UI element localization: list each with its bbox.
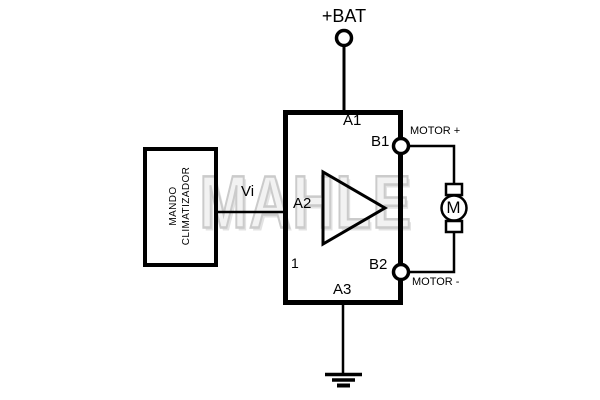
pin-b1-label: B1 [371,133,390,150]
motor-brush-bottom [444,219,464,234]
climate-control-label: MANDO CLIMATIZADOR [167,167,193,246]
pin-a1-label: A1 [343,112,362,129]
pin-1-label: 1 [291,255,299,271]
climate-control-label-line2: CLIMATIZADOR [181,166,192,246]
amplifier-triangle-icon [321,169,388,247]
motor-letter-label: M [446,198,461,217]
terminal-b2-circle [391,262,411,282]
battery-label: +BAT [321,6,367,26]
motor-minus-wire [404,231,456,274]
motor-brush-top [444,182,464,197]
motor-plus-wire [404,144,456,185]
pin-b2-label: B2 [369,256,388,273]
motor-minus-label: MOTOR - [412,276,460,288]
motor-plus-label: MOTOR + [410,125,461,137]
climate-control-box [143,147,218,267]
drive-module-box [283,110,403,305]
terminal-b1-circle [391,136,411,156]
pin-a2-label: A2 [293,195,312,212]
pin-a3-label: A3 [333,281,352,298]
motor-body-circle [440,194,468,222]
battery-terminal-circle [334,28,354,48]
input-signal-label: Vi [241,183,255,200]
schematic-shapes [143,28,468,388]
climate-control-label-line1: MANDO [168,186,179,226]
